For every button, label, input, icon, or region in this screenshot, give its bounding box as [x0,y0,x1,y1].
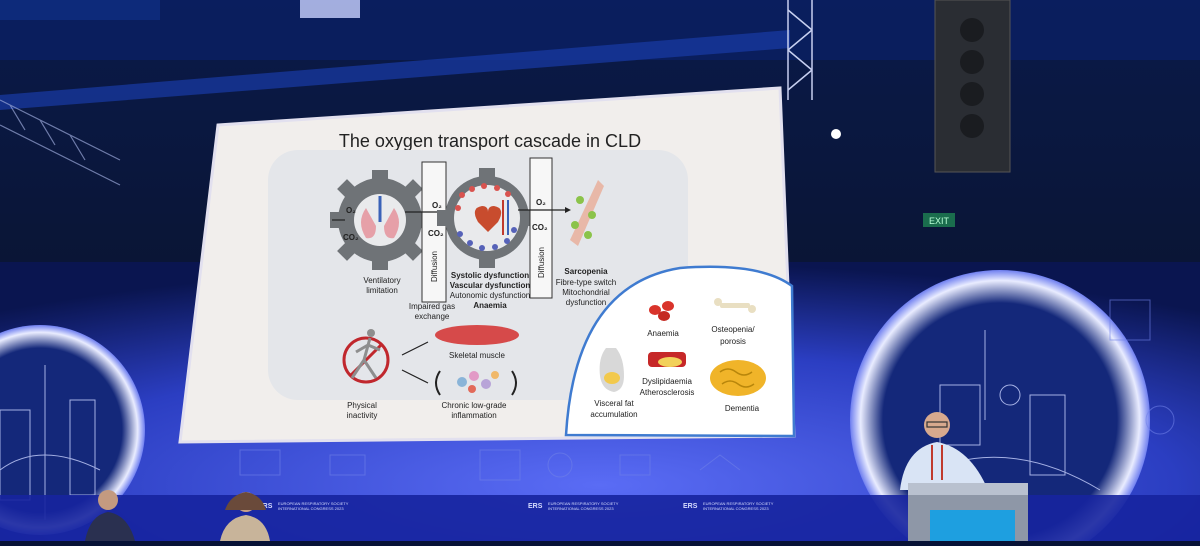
bone-icon [714,298,756,313]
osteopenia-line2: porosis [720,337,746,346]
brain-icon [710,360,766,396]
heart-icon [474,206,502,232]
co2-label-right: CO₂ [532,223,548,232]
visceral-fat-icon [599,348,624,392]
banner-line2-2: INTERNATIONAL CONGRESS 2023 [548,506,614,511]
inflammation-cells-icon [435,370,517,396]
speaker-person [900,412,988,490]
spotlight [831,129,841,139]
ers-logo-3: ERS [683,503,698,510]
banner-line2-3: INTERNATIONAL CONGRESS 2023 [703,506,769,511]
anaemia-caption: Anaemia [473,301,507,310]
visceral-fat-line2: accumulation [590,410,637,419]
banner-line1-1: EUROPEAN RESPIRATORY SOCIETY [278,501,349,506]
ventilatory-line1: Ventilatory [363,276,400,285]
gear-heart [437,168,537,268]
inflammation-line2: inflammation [451,411,496,420]
co2-label-mid: CO₂ [428,229,444,238]
impaired-gas-line2: exchange [415,312,450,321]
panelist-left [85,490,135,541]
o2-label-right: O₂ [536,198,546,207]
muscle-fibre-icon [570,180,604,246]
atherosclerosis-label: Atherosclerosis [640,388,695,397]
ventilatory-line2: limitation [366,286,398,295]
visceral-fat-line1: Visceral fat [594,399,634,408]
sarcopenia-caption: Sarcopenia [564,267,608,276]
lectern [908,483,1028,541]
ers-logo-2: ERS [528,503,543,510]
systolic-dysfunction: Systolic dysfunction [451,271,529,280]
slide-title: The oxygen transport cascade in CLD [339,131,641,151]
roundel-left [0,325,145,535]
exit-sign [923,213,955,227]
co2-label-left: CO₂ [343,233,359,242]
skeletal-muscle-icon [435,325,519,345]
ceiling-light [300,0,360,18]
osteopenia-line1: Osteopenia/ [711,325,755,334]
banner-line2-1: INTERNATIONAL CONGRESS 2023 [278,506,344,511]
mitochondrial-caption: Mitochondrial [562,288,610,297]
physical-inactivity-line2: inactivity [347,411,378,420]
anaemia-label: Anaemia [647,329,679,338]
dyslipidaemia-label: Dyslipidaemia [642,377,692,386]
o2-label-mid: O₂ [432,201,442,210]
exit-sign-text: EXIT [929,216,950,226]
o2-label-left: O₂ [346,206,356,215]
artery-icon [648,352,686,367]
banner-line1-2: EUROPEAN RESPIRATORY SOCIETY [548,501,619,506]
truss-right [787,0,813,100]
skeletal-muscle-label: Skeletal muscle [449,351,506,360]
ceiling-beam [0,30,790,110]
dysfunction-caption: dysfunction [566,298,606,307]
physical-inactivity-line1: Physical [347,401,377,410]
projection-slide: The oxygen transport cascade in CLD O₂ C… [178,86,796,444]
panelist-middle [220,492,270,541]
fibre-type-caption: Fibre-type switch [556,278,616,287]
diffusion-box-left [421,161,447,303]
truss-left [0,99,121,186]
dementia-label: Dementia [725,404,760,413]
inflammation-line1: Chronic low-grade [442,401,507,410]
impaired-gas-line1: Impaired gas [409,302,455,311]
lungs-icon [361,208,376,239]
vascular-dysfunction: Vascular dysfunction [450,281,531,290]
ers-logo-1: ERS [258,503,273,510]
banner-line1-3: EUROPEAN RESPIRATORY SOCIETY [703,501,774,506]
rbc-icon [649,301,674,321]
diffusion-box-right [529,157,553,299]
diffusion-left-label: Diffusion [430,251,439,282]
no-running-icon [342,329,390,384]
diffusion-right-label: Diffusion [537,247,546,278]
autonomic-dysfunction: Autonomic dysfunction [450,291,531,300]
